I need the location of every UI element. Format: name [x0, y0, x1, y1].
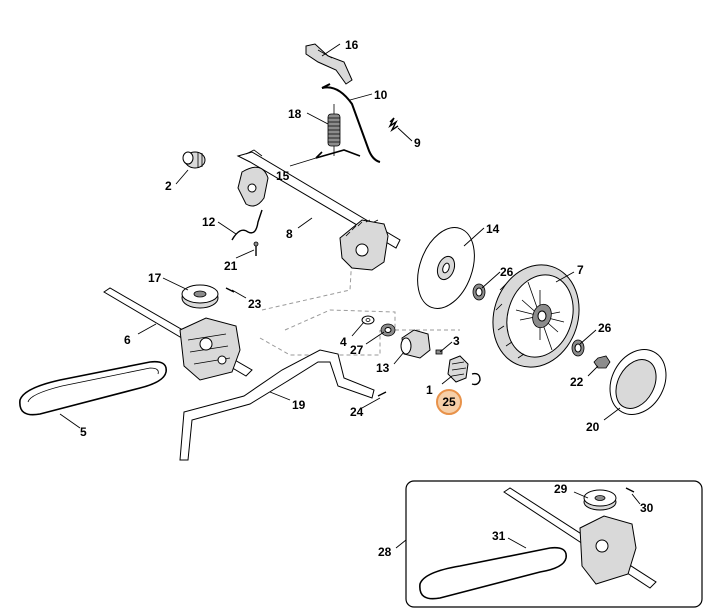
- callout-24[interactable]: 24: [350, 405, 364, 419]
- callout-2[interactable]: 2: [165, 179, 172, 193]
- callout-27[interactable]: 27: [350, 343, 364, 357]
- callout-6[interactable]: 6: [124, 333, 131, 347]
- callout-4[interactable]: 4: [340, 335, 347, 349]
- callout-26-lower[interactable]: 26: [598, 321, 612, 335]
- callout-29[interactable]: 29: [554, 482, 568, 496]
- part-18-spring: [327, 104, 341, 156]
- callout-8[interactable]: 8: [286, 227, 293, 241]
- part-8-axle-assembly: [236, 149, 401, 271]
- part-17-pulley: [181, 284, 219, 309]
- callout-31[interactable]: 31: [492, 529, 506, 543]
- callout-30[interactable]: 30: [640, 501, 654, 515]
- part-21-pin: [253, 241, 259, 256]
- part-3-key: [435, 349, 443, 355]
- callout-19[interactable]: 19: [292, 398, 306, 412]
- part-25-clip: [471, 372, 481, 386]
- callout-28[interactable]: 28: [378, 545, 392, 559]
- callout-25-highlighted[interactable]: 25: [442, 395, 456, 409]
- callout-9[interactable]: 9: [414, 136, 421, 150]
- highlight-circle: [436, 389, 462, 415]
- part-27-bearing: [380, 323, 396, 337]
- callout-3[interactable]: 3: [453, 334, 460, 348]
- part-13-housing: [400, 329, 431, 359]
- callout-12[interactable]: 12: [202, 215, 216, 229]
- callout-16[interactable]: 16: [345, 38, 359, 52]
- part-24-pin: [377, 391, 387, 397]
- inset-kit-28: [405, 480, 703, 608]
- callout-7[interactable]: 7: [577, 263, 584, 277]
- callout-26-upper[interactable]: 26: [500, 265, 514, 279]
- part-19-handle: [179, 349, 375, 461]
- callout-17[interactable]: 17: [148, 271, 162, 285]
- callout-18[interactable]: 18: [288, 107, 302, 121]
- callout-22[interactable]: 22: [570, 375, 584, 389]
- part-1-pinion: [447, 355, 469, 383]
- part-20-hubcap: [609, 349, 667, 415]
- part-5-belt: [19, 360, 167, 416]
- part-10-rod: [321, 83, 381, 163]
- part-12-wire: [231, 209, 263, 241]
- part-22-nut: [593, 355, 611, 369]
- part-23-key: [225, 287, 235, 293]
- callout-15[interactable]: 15: [276, 169, 290, 183]
- part-7-wheel: [492, 264, 580, 368]
- part-4-washer: [361, 315, 375, 325]
- part-26-bearing-lower: [571, 339, 585, 357]
- part-9-small-spring: [388, 117, 399, 133]
- callout-13[interactable]: 13: [376, 361, 390, 375]
- callout-21[interactable]: 21: [224, 259, 238, 273]
- callout-5[interactable]: 5: [80, 425, 87, 439]
- callout-labels: 16 10 18 9 2 15 8 12 21 14 26 7 17 23 6 …: [80, 38, 654, 559]
- callout-20[interactable]: 20: [586, 420, 600, 434]
- callout-10[interactable]: 10: [374, 88, 388, 102]
- part-2-bushing: [182, 151, 206, 169]
- callout-23[interactable]: 23: [248, 297, 262, 311]
- part-15-bracket: [315, 149, 361, 159]
- callout-1[interactable]: 1: [426, 383, 433, 397]
- part-6-gearbox: [103, 287, 253, 381]
- leader-lines: [59, 43, 641, 549]
- part-14-wheel-cover: [417, 227, 475, 309]
- callout-14[interactable]: 14: [486, 222, 500, 236]
